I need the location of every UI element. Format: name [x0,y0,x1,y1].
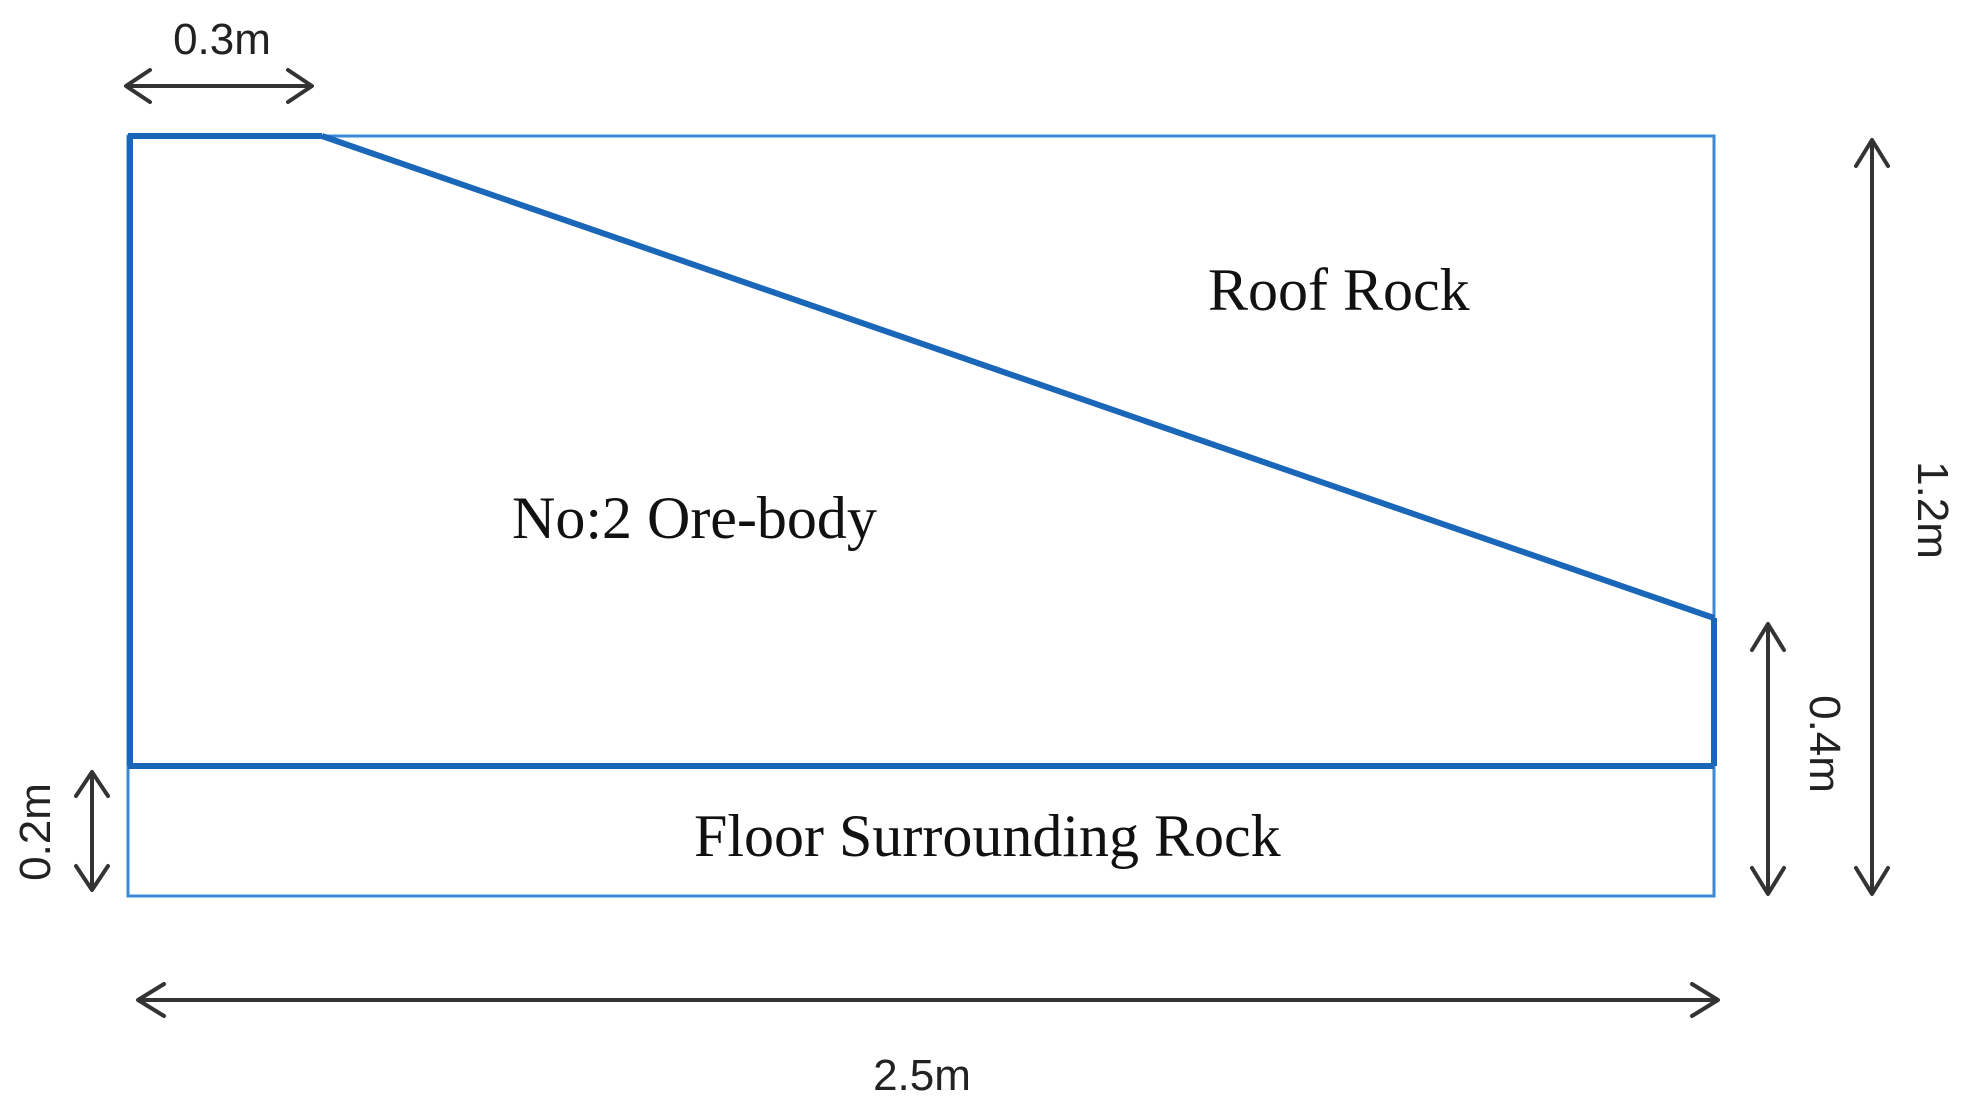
right-ore-height-label: 0.4m [1800,695,1849,793]
ore-body-label: No:2 Ore-body [512,485,877,551]
right-ore-height-dimension: 0.4m [1750,622,1849,896]
model-outer-boundary [126,134,1716,898]
top-width-label: 0.3m [173,15,271,64]
floor-rock-label: Floor Surrounding Rock [694,803,1281,869]
top-width-dimension: 0.3m [124,15,314,104]
total-height-label: 1.2m [1908,461,1957,559]
total-width-label: 2.5m [873,1051,971,1100]
floor-height-label: 0.2m [11,783,60,881]
total-width-dimension: 2.5m [136,982,1720,1100]
floor-height-dimension: 0.2m [11,770,110,892]
ore-roof-interface-line [321,133,1715,621]
total-height-dimension: 1.2m [1854,138,1957,896]
roof-rock-label: Roof Rock [1208,257,1470,323]
